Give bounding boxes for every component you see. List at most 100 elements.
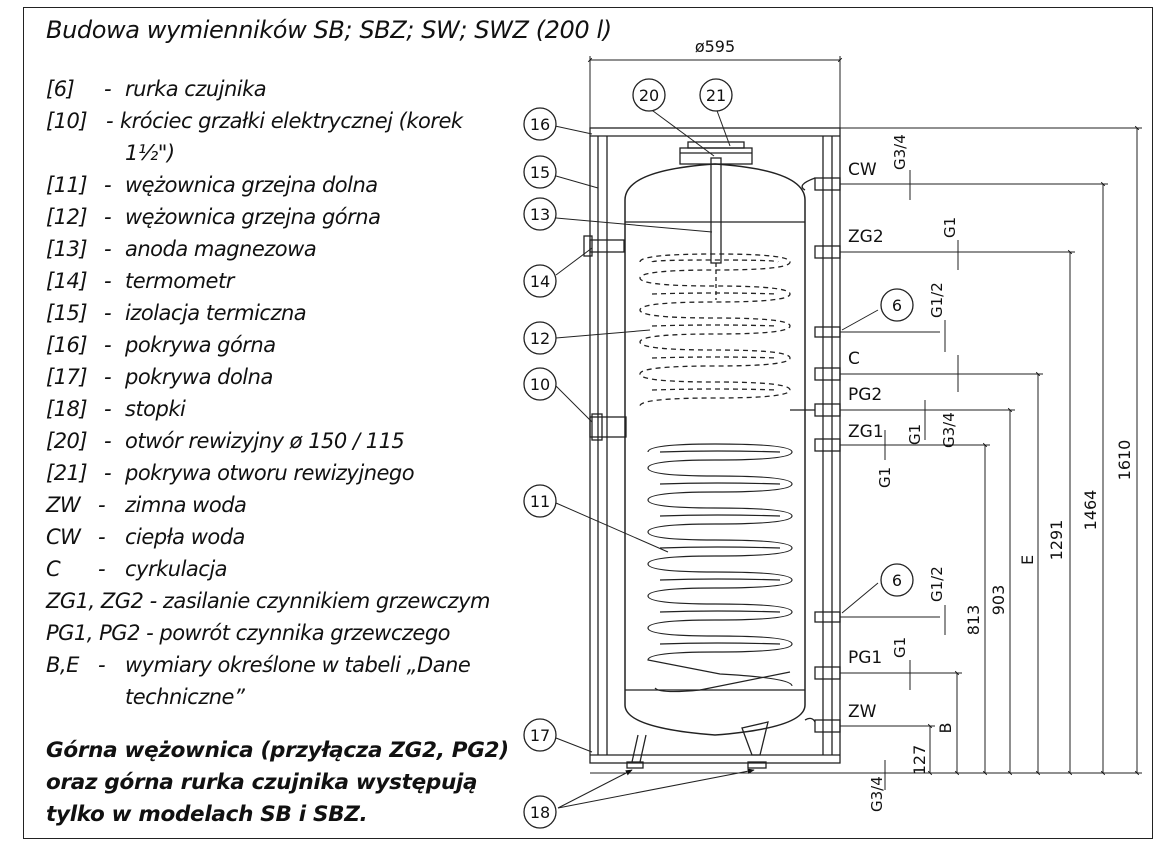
note-line: Górna wężownica (przyłącza ZG2, PG2): [46, 738, 509, 763]
callout-circle: [523, 367, 557, 401]
legend-key: [10]: [46, 109, 88, 133]
upper-coil: [639, 253, 791, 407]
legend-desc: wężownica grzejna dolna: [125, 173, 378, 197]
page-title: Budowa wymienników SB; SBZ; SW; SWZ (200…: [46, 16, 612, 44]
callout-circle: [523, 264, 557, 298]
legend-key: [16]: [46, 333, 88, 357]
legend-item: [16]-pokrywa górna: [46, 333, 506, 365]
legend-item: [12]-wężownica grzejna górna: [46, 205, 506, 237]
legend-desc: termometr: [125, 269, 234, 293]
legend-key: ZG1, ZG2 - zasilanie czynnikiem grzewczy…: [46, 589, 490, 613]
legend-desc: zimna woda: [125, 493, 247, 517]
legend-dash: -: [104, 269, 112, 293]
legend-item: ZW-zimna woda: [46, 493, 506, 525]
connection-label: CW: [848, 160, 877, 180]
callout-circle: [523, 107, 557, 141]
note-line: oraz górna rurka czujnika występują: [46, 770, 478, 795]
legend-desc: pokrywa otworu rewizyjnego: [125, 461, 415, 485]
legend-key: [15]: [46, 301, 88, 325]
callout-circle: [632, 78, 666, 112]
legend-item: [21]-pokrywa otworu rewizyjnego: [46, 461, 506, 493]
legend-desc: króciec grzałki elektrycznej (korek: [120, 109, 463, 133]
legend-desc-cont: 1½"): [125, 141, 175, 165]
legend-item: ZG1, ZG2 - zasilanie czynnikiem grzewczy…: [46, 589, 506, 621]
legend-dash: -: [98, 493, 106, 517]
legend-item: CW-ciepła woda: [46, 525, 506, 557]
tank-vessel: [624, 163, 806, 736]
callout-leaders: [554, 107, 879, 753]
legend-item: [13]-anoda magnezowa: [46, 237, 506, 269]
legend-dash: -: [104, 173, 112, 197]
callout-circle: [523, 484, 557, 518]
legend-key: B,E: [46, 653, 79, 677]
dimension-label: 1464: [1081, 490, 1100, 531]
legend-dash: -: [104, 301, 112, 325]
legend-item: [6]-rurka czujnika: [46, 77, 506, 109]
connection-label: C: [848, 349, 860, 369]
legend-key: [12]: [46, 205, 88, 229]
thread-label: G3/4: [868, 776, 886, 812]
legend-dash: -: [104, 365, 112, 389]
callout-circle: [523, 718, 557, 752]
callout-circle: [523, 321, 557, 355]
dimension-label: E: [1018, 555, 1037, 565]
legend-desc: ciepła woda: [125, 525, 245, 549]
legend-desc: stopki: [125, 397, 186, 421]
thread-label: G1: [906, 424, 924, 445]
legend-item: [15]-izolacja termiczna: [46, 301, 506, 333]
thread-label: G1: [891, 637, 909, 658]
legend-item: [17]-pokrywa dolna: [46, 365, 506, 397]
legend-item: [14]-termometr: [46, 269, 506, 301]
legend-desc: izolacja termiczna: [125, 301, 307, 325]
legend-dash: -: [104, 237, 112, 261]
connection-label: PG1: [848, 648, 882, 668]
connection-label: PG2: [848, 385, 882, 405]
legend-desc: anoda magnezowa: [125, 237, 317, 261]
legend-list: [6]-rurka czujnika[10]-króciec grzałki e…: [46, 77, 506, 717]
legend-dash: -: [98, 525, 106, 549]
model-note: Górna wężownica (przyłącza ZG2, PG2) ora…: [46, 735, 516, 831]
legend-desc: rurka czujnika: [125, 77, 267, 101]
legend-item: [11]-wężownica grzejna dolna: [46, 173, 506, 205]
page-frame: [23, 7, 1153, 839]
connection-label: ZG1: [848, 422, 884, 442]
callout-circle: [880, 288, 914, 322]
callout-number: 6: [892, 571, 902, 590]
dimension-label: 1610: [1115, 440, 1134, 481]
legend-dash: -: [104, 333, 112, 357]
legend-key: [20]: [46, 429, 88, 453]
legend-dash: -: [104, 397, 112, 421]
legend-dash: -: [98, 653, 106, 677]
legend-desc: pokrywa górna: [125, 333, 276, 357]
thread-label: G1: [876, 467, 894, 488]
dimension-label: 1291: [1047, 520, 1066, 561]
callout-number: 18: [530, 803, 550, 822]
magnesium-anode: [710, 157, 722, 264]
callout-number: 14: [530, 272, 550, 291]
connection-label: ZW: [848, 702, 877, 722]
outer-casing: [589, 127, 841, 764]
legend-desc: wężownica grzejna górna: [125, 205, 381, 229]
callout-number: 16: [530, 115, 550, 134]
callout-number: 17: [530, 726, 550, 745]
legend-key: PG1, PG2 - powrót czynnika grzewczego: [46, 621, 451, 645]
callout-number: 6: [892, 296, 902, 315]
callout-circle: [523, 155, 557, 189]
legend-item: [18]-stopki: [46, 397, 506, 429]
callout-number: 12: [530, 329, 550, 348]
legend-key: [18]: [46, 397, 88, 421]
thread-label: G1: [941, 217, 959, 238]
legend-desc: wymiary określone w tabeli „Dane: [125, 653, 471, 677]
legend-desc: pokrywa dolna: [125, 365, 273, 389]
callout-number: 15: [530, 163, 550, 182]
legend-key: [11]: [46, 173, 88, 197]
legend-key: [13]: [46, 237, 88, 261]
legend-dash: -: [98, 557, 106, 581]
legend-dash: -: [106, 109, 114, 133]
legend-key: [21]: [46, 461, 88, 485]
legend-key: [14]: [46, 269, 88, 293]
callout-number: 21: [706, 86, 726, 105]
callout-number: 20: [639, 86, 659, 105]
